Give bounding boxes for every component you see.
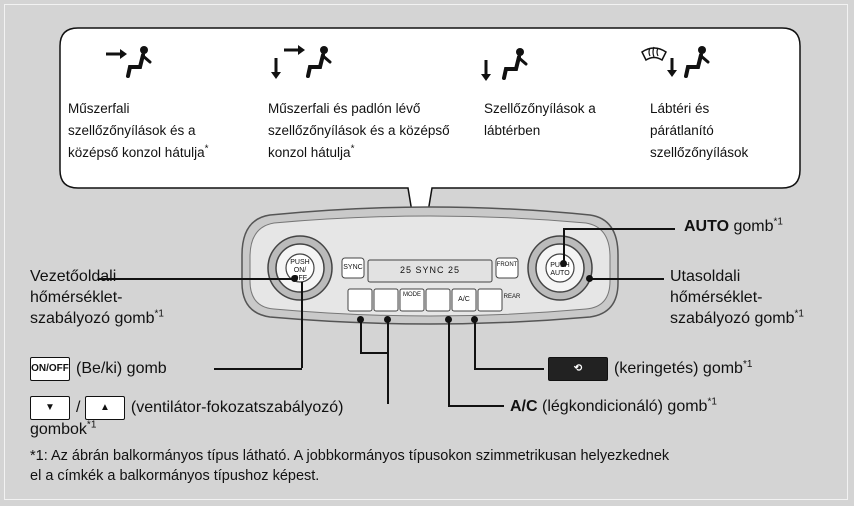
dot-passenger-knob bbox=[586, 275, 593, 282]
floor-defrost-mode-icon bbox=[641, 46, 710, 78]
dot-fan-up bbox=[384, 316, 391, 323]
mode-button-label[interactable]: MODE bbox=[403, 292, 421, 298]
label-fan-buttons-cont: gombok*1 bbox=[30, 419, 97, 438]
sync-button-label[interactable]: SYNC bbox=[343, 264, 363, 271]
label-recirculation-button: ⟲(keringetés) gomb*1 bbox=[548, 357, 752, 381]
leader-auto-v bbox=[563, 228, 565, 264]
face-floor-mode-icon bbox=[271, 45, 332, 79]
face-vents-mode-icon bbox=[106, 46, 152, 78]
rear-defrost-button-label[interactable]: REAR bbox=[503, 294, 521, 300]
leader-fan-down-v bbox=[360, 320, 362, 352]
leader-recirc-v bbox=[474, 320, 476, 368]
leader-onoff-h bbox=[214, 368, 302, 370]
climate-control-panel bbox=[241, 206, 619, 325]
dot-ac bbox=[445, 316, 452, 323]
label-onoff-button: ON/OFF(Be/ki) gomb bbox=[30, 357, 167, 381]
front-defrost-button-label[interactable]: FRONT bbox=[496, 262, 518, 268]
leader-fan-up-v bbox=[387, 320, 389, 404]
label-auto-button: AUTO gomb*1 bbox=[684, 216, 783, 235]
auto-knob-label: PUSHAUTO bbox=[550, 262, 570, 277]
recirculation-icon: ⟲ bbox=[548, 357, 608, 381]
outer-frame bbox=[4, 4, 848, 500]
fan-onoff-icon: ON/OFF bbox=[30, 357, 70, 381]
leader-fan-join bbox=[360, 352, 388, 354]
footnote: *1: Az ábrán balkormányos típus látható.… bbox=[30, 448, 670, 484]
dot-auto-button bbox=[560, 260, 567, 267]
leader-ac-v bbox=[448, 320, 450, 406]
leader-driver-knob bbox=[98, 278, 294, 280]
ac-button-label[interactable]: A/C bbox=[458, 296, 470, 303]
label-ac-button: A/C (légkondicionáló) gomb*1 bbox=[510, 396, 717, 415]
floor-mode-icon bbox=[481, 48, 528, 81]
leader-onoff-v bbox=[301, 282, 303, 368]
fan-up-icon: ▲ bbox=[84, 396, 125, 420]
fan-down-icon: ▼ bbox=[30, 396, 70, 420]
dot-fan-down bbox=[357, 316, 364, 323]
dot-recirc bbox=[471, 316, 478, 323]
temperature-display: 25 SYNC 25 bbox=[399, 265, 461, 275]
dot-driver-knob bbox=[291, 275, 298, 282]
leader-passenger-knob bbox=[590, 278, 664, 280]
leader-auto-h bbox=[563, 228, 675, 230]
leader-ac-h bbox=[448, 405, 504, 407]
label-fan-buttons: ▼/ ▲(ventilátor-fokozatszabályozó) bbox=[30, 396, 343, 420]
leader-recirc-h bbox=[474, 368, 544, 370]
